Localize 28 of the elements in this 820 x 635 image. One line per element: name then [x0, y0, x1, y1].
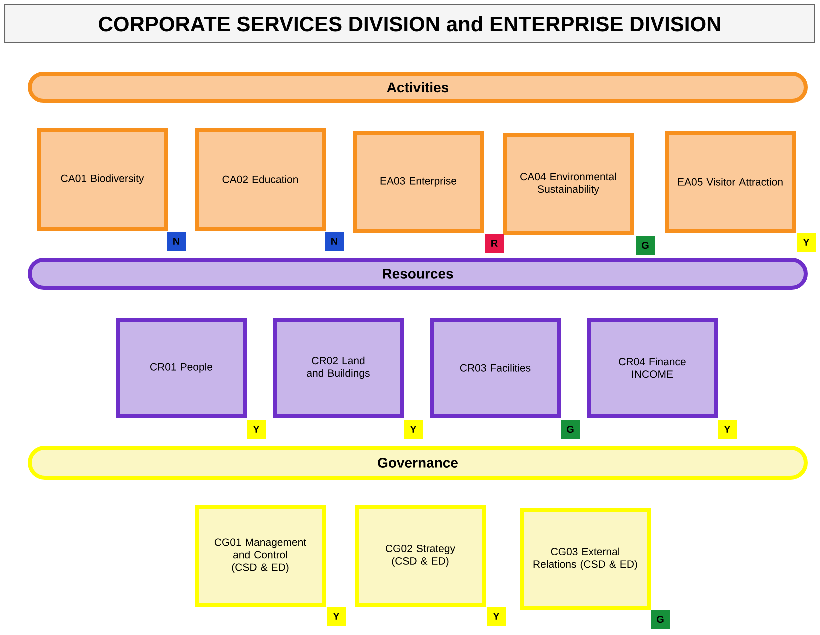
status-badge: R — [485, 234, 504, 253]
section-band: Governance — [28, 446, 808, 480]
item-box: CA01 Biodiversity — [37, 128, 168, 231]
status-badge: Y — [247, 420, 266, 439]
item-box: EA05 Visitor Attraction — [665, 131, 796, 233]
section-band: Activities — [28, 72, 808, 103]
status-badge: G — [561, 420, 580, 439]
status-badge: G — [651, 610, 670, 629]
item-box: CR01 People — [116, 318, 247, 418]
item-box: CR03 Facilities — [430, 318, 561, 418]
status-badge: G — [636, 236, 655, 255]
status-badge: Y — [404, 420, 423, 439]
status-badge: Y — [718, 420, 737, 439]
item-box: CG03 External Relations (CSD & ED) — [520, 508, 651, 610]
section-band: Resources — [28, 258, 808, 290]
item-box: CA04 Environmental Sustainability — [503, 133, 634, 235]
item-box: EA03 Enterprise — [353, 131, 484, 233]
status-badge: N — [325, 232, 344, 251]
item-box: CG02 Strategy (CSD & ED) — [355, 504, 486, 607]
item-box: CR02 Land and Buildings — [273, 318, 404, 418]
status-badge: Y — [487, 606, 506, 626]
status-badge: Y — [327, 606, 346, 626]
item-box: CA02 Education — [195, 128, 326, 231]
item-box: CR04 Finance INCOME — [587, 318, 718, 418]
title-box: CORPORATE SERVICES DIVISION and ENTERPRISE DIVISION — [4, 4, 816, 44]
status-badge: N — [167, 232, 186, 251]
status-badge: Y — [797, 233, 816, 252]
item-box: CG01 Management and Control (CSD & ED) — [195, 504, 326, 607]
